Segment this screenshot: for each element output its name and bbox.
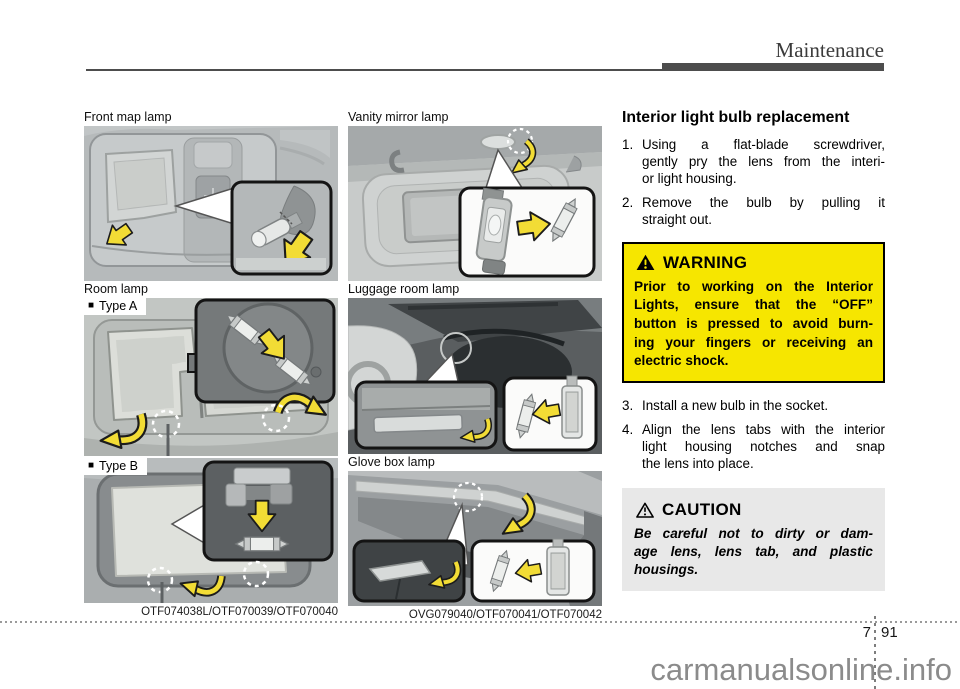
step-line: Align the lens tabs with the interior	[642, 421, 885, 437]
luggage-room-lamp-photo	[348, 298, 602, 454]
room-lamp-label: Room lamp	[84, 282, 148, 296]
step-number: 1.	[622, 137, 634, 152]
glove-box-lamp-label: Glove box lamp	[348, 455, 435, 469]
room-lamp-type-b-photo: ■ Type B	[84, 458, 338, 603]
type-a-text: Type A	[99, 299, 138, 313]
chapter-title: Maintenance	[775, 38, 884, 62]
right-figure-caption: OVG079040/OTF070041/OTF070042	[408, 609, 602, 621]
step-2: 2. Remove the bulb by pulling it straigh…	[622, 195, 885, 229]
step-1: 1. Using a flat-blade screwdriver, gentl…	[622, 137, 885, 188]
warning-line: electric shock.	[634, 353, 729, 369]
footer-vertical-dash	[874, 612, 876, 689]
room-lamp-type-b-illustration	[84, 458, 338, 603]
step-line: the lens into place.	[642, 455, 754, 471]
article-column: Interior light bulb replacement 1. Using…	[622, 108, 885, 592]
lamp-housing	[546, 538, 570, 596]
caution-line: Be careful not to dirty or dam-	[634, 525, 873, 541]
caution-title: CAUTION	[662, 499, 742, 519]
header-rule-thin	[86, 69, 884, 71]
front-map-lamp-illustration	[84, 126, 338, 281]
type-b-text: Type B	[99, 459, 138, 473]
step-number: 4.	[622, 421, 634, 437]
lamp-housing	[475, 187, 513, 275]
step-line: Using a flat-blade screwdriver,	[642, 137, 885, 152]
chapter-number: 7	[862, 624, 871, 641]
luggage-room-lamp-label: Luggage room lamp	[348, 282, 460, 296]
glove-box-lamp-illustration	[348, 471, 602, 606]
glove-box-lamp-photo	[348, 471, 602, 606]
caution-icon	[636, 502, 654, 518]
caution-line: housings.	[634, 562, 699, 578]
vanity-mirror-lamp-illustration	[348, 126, 602, 281]
step-4: 4. Align the lens tabs with the interior…	[622, 422, 885, 473]
vanity-mirror-lamp-photo	[348, 126, 602, 281]
step-line: gently pry the lens from the interi-	[642, 153, 885, 169]
step-line: light housing notches and snap	[642, 438, 885, 454]
warning-line: button is pressed to avoid burn-	[634, 315, 873, 331]
step-line: Remove the bulb by pulling it	[642, 194, 885, 210]
footer-dotted-rule	[0, 621, 960, 623]
lamp-housing	[561, 375, 583, 439]
caution-box: CAUTION Be careful not to dirty or dam- …	[622, 487, 885, 592]
step-line: Install a new bulb in the socket.	[642, 398, 829, 414]
caution-line: age lens, lens tab, and plastic	[634, 543, 873, 559]
warning-line: Prior to working on the Interior	[634, 278, 873, 294]
left-figure-caption: OTF074038L/OTF070039/OTF070040	[141, 606, 338, 618]
article-title: Interior light bulb replacement	[622, 109, 850, 126]
front-map-lamp-photo	[84, 126, 338, 281]
festoon-bulb	[235, 536, 289, 552]
luggage-room-lamp-illustration	[348, 298, 602, 454]
warning-line: ing your fingers or receiving an	[634, 334, 873, 350]
watermark-text: carmanualsonline.info	[650, 652, 952, 687]
front-map-lamp-label: Front map lamp	[84, 110, 172, 124]
warning-line: Lights, ensure that the “OFF”	[634, 297, 873, 313]
type-b-chip: ■ Type B	[84, 458, 147, 475]
wedge-bulb	[250, 211, 303, 248]
type-a-chip: ■ Type A	[84, 298, 147, 315]
warning-icon	[636, 254, 655, 271]
figure-column-right: Vanity mirror lamp	[348, 110, 602, 621]
square-marker-icon: ■	[88, 300, 95, 311]
room-lamp-type-a-photo: ■ Type A	[84, 298, 338, 456]
figure-column-left: Front map lamp	[84, 110, 338, 618]
warning-title: WARNING	[663, 252, 748, 272]
step-line: or light housing.	[642, 170, 737, 186]
page-number: 91	[881, 624, 898, 641]
step-number: 2.	[622, 194, 634, 210]
vanity-mirror-lamp-label: Vanity mirror lamp	[348, 110, 449, 124]
room-lamp-type-a-illustration	[84, 298, 338, 456]
step-3: 3. Install a new bulb in the socket.	[622, 398, 885, 415]
step-number: 3.	[622, 398, 634, 414]
warning-box: WARNING Prior to working on the Interior…	[622, 241, 885, 384]
header-rule-thick	[662, 63, 884, 70]
square-marker-icon: ■	[88, 460, 95, 471]
step-line: straight out.	[642, 211, 712, 227]
